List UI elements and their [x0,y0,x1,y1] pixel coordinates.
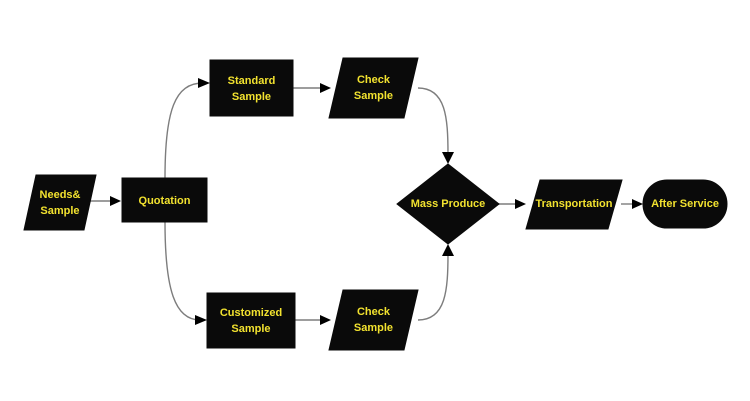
check-sample-top-shape[interactable] [328,57,419,119]
connector-needs-to-quotation [90,196,121,206]
connector-standard-to-check-top [293,83,331,93]
after-service-shape[interactable] [642,179,728,229]
needs-sample-shape[interactable] [23,174,97,231]
node-mass-produce[interactable]: Mass Produce [396,163,500,245]
check-sample-bottom-shape[interactable] [328,289,419,351]
connector-transportation-to-after-service [621,199,643,209]
connector-layer [90,78,643,325]
connector-quotation-to-standard [164,78,210,179]
mass-produce-shape[interactable] [396,163,500,245]
node-check-sample-top[interactable]: Check Sample [328,57,419,119]
standard-sample-shape[interactable] [209,59,294,117]
connector-check-top-to-mass [417,87,454,164]
quotation-shape[interactable] [121,177,208,223]
customized-sample-shape[interactable] [206,292,296,349]
node-check-sample-bottom[interactable]: Check Sample [328,289,419,351]
node-standard-sample[interactable]: Standard Sample [209,59,294,117]
connector-mass-to-transportation [498,199,526,209]
node-customized-sample[interactable]: Customized Sample [206,292,296,349]
node-needs-sample[interactable]: Needs& Sample [23,174,97,231]
connector-customized-to-check-bottom [295,315,331,325]
connector-check-bottom-to-mass [417,244,454,321]
node-quotation[interactable]: Quotation [121,177,208,223]
transportation-shape[interactable] [525,179,623,230]
connector-quotation-to-customized [164,221,207,325]
node-transportation[interactable]: Transportation [525,179,623,230]
node-after-service[interactable]: After Service [642,179,728,229]
